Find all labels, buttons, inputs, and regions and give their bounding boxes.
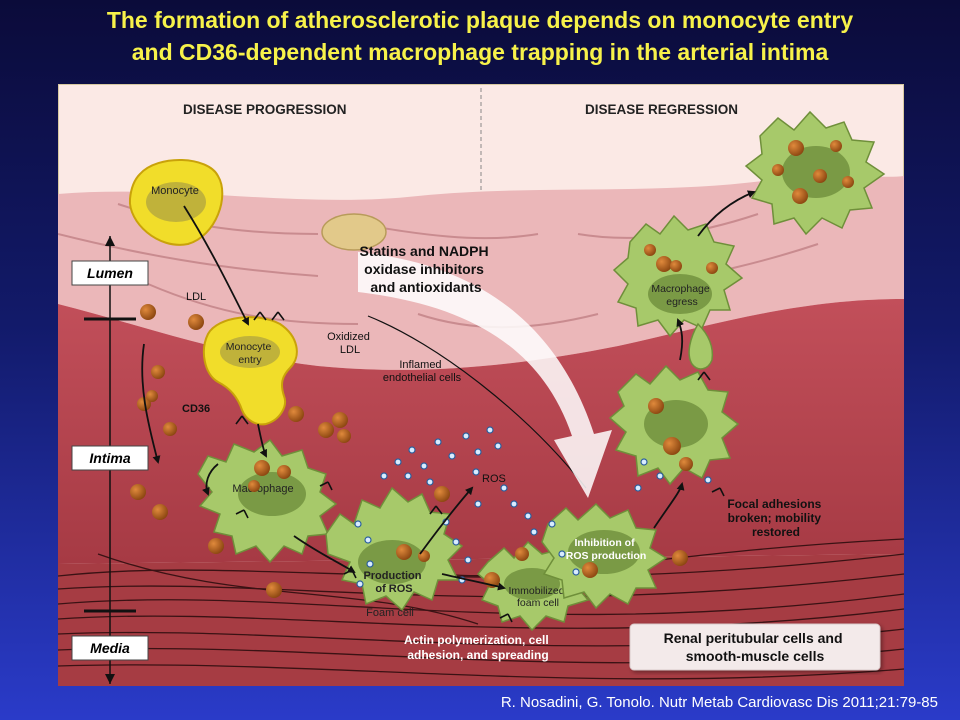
immobilized-foam-cell-label: Immobilized foam cell xyxy=(509,585,568,609)
ros-label: ROS xyxy=(482,473,506,485)
actin-polymerization-label: Actin polymerization, cell adhesion, and… xyxy=(404,633,552,662)
title-line-1: The formation of atherosclerotic plaque … xyxy=(106,7,854,33)
media-label: Media xyxy=(90,640,130,656)
intima-label-box xyxy=(71,445,149,471)
production-of-ros-label: Production of ROS xyxy=(363,570,424,595)
focal-adhesions-label: Focal adhesions broken; mobility restore… xyxy=(727,497,824,539)
lumen-label: Lumen xyxy=(87,265,133,281)
atherosclerosis-diagram: DISEASE PROGRESSION DISEASE REGRESSION L… xyxy=(58,84,904,686)
oxidized-ldl-label: Oxidized LDL xyxy=(327,331,373,356)
intima-label: Intima xyxy=(89,450,130,466)
media-label-box xyxy=(71,635,149,661)
oxidized-ldl-leader xyxy=(367,315,587,489)
title-line-2: and CD36-dependent macrophage trapping i… xyxy=(131,39,829,65)
renal-peritubular-box xyxy=(629,623,881,671)
renal-peritubular-label: Renal peritubular cells and smooth-muscl… xyxy=(664,630,847,664)
layer-scale-bar: Lumen Intima Media xyxy=(71,236,149,684)
monocyte-nucleus xyxy=(146,182,206,222)
immobilized-foam-cell-nucleus xyxy=(504,568,560,600)
statins-label: Statins and NADPH oxidase inhibitors and… xyxy=(359,243,492,295)
monocyte-label: Monocyte xyxy=(151,185,199,197)
foam-cell-label: Foam cell xyxy=(366,607,414,619)
media-fibers xyxy=(58,538,904,680)
ros-dots xyxy=(354,426,712,588)
monocyte-entry-label: Monocyte entry xyxy=(226,341,274,366)
lumen-label-box xyxy=(71,260,149,286)
header-disease-progression: DISEASE PROGRESSION xyxy=(183,102,347,117)
ldl-particles xyxy=(130,140,854,598)
monocyte-entry-nucleus xyxy=(220,336,280,368)
cd36-receptors xyxy=(235,311,725,623)
ldl-label: LDL xyxy=(186,291,206,303)
endothelial-nucleus xyxy=(321,213,387,251)
header-disease-regression: DISEASE REGRESSION xyxy=(585,102,738,117)
inflamed-endothelial-label: Inflamed endothelial cells xyxy=(383,359,462,384)
ros-inhibition-nucleus xyxy=(568,530,640,574)
citation: R. Nosadini, G. Tonolo. Nutr Metab Cardi… xyxy=(500,694,938,711)
macrophage-label: Macrophage xyxy=(232,483,293,495)
slide-title: The formation of atherosclerotic plaque … xyxy=(0,4,960,68)
process-arrows xyxy=(141,190,756,591)
inhibition-of-ros-label: Inhibition of ROS production xyxy=(566,537,647,562)
cd36-label: CD36 xyxy=(182,403,210,415)
macrophage-egress-label: Macrophage egress xyxy=(651,283,712,308)
egress-tail xyxy=(688,322,714,370)
statins-effect-arrow xyxy=(358,252,612,498)
macrophage-egress-nucleus xyxy=(648,274,712,314)
